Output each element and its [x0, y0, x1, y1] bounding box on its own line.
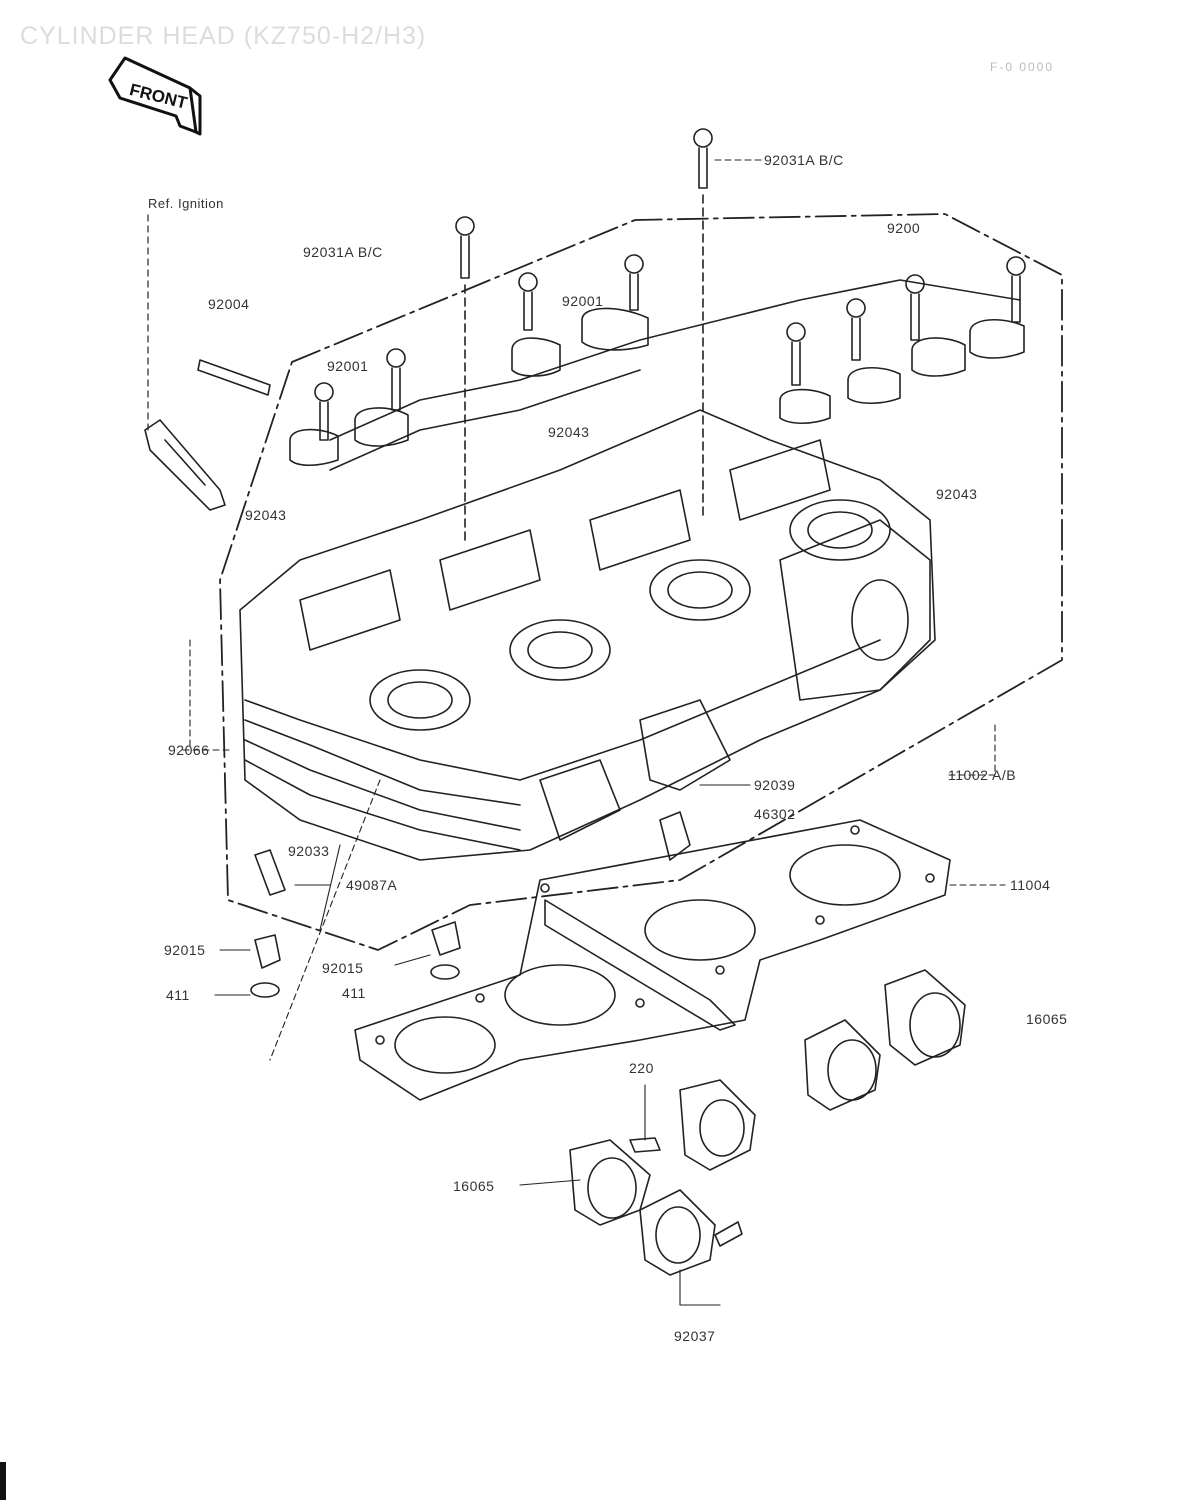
label-411-left: 411	[166, 987, 190, 1003]
label-49087a: 49087A	[346, 877, 398, 893]
label-92015-left: 92015	[164, 942, 206, 958]
label-11002: 11002 A/B	[948, 767, 1017, 783]
label-ref-ignition: Ref. Ignition	[148, 196, 224, 211]
label-92004: 92004	[208, 296, 250, 312]
label-16065-right: 16065	[1026, 1011, 1068, 1027]
label-9200: 9200	[887, 220, 921, 236]
cam-caps	[289, 307, 1025, 467]
diagram-title: CYLINDER HEAD (KZ750-H2/H3)	[20, 22, 427, 50]
label-92043-center: 92043	[548, 424, 590, 440]
head-bolts	[314, 128, 1026, 541]
cylinder-head	[239, 279, 1021, 861]
screw-220	[629, 1137, 661, 1153]
label-92066: 92066	[168, 742, 210, 758]
label-46302: 46302	[754, 806, 796, 822]
label-92031a-left: 92031A B/C	[303, 244, 383, 260]
label-92033: 92033	[288, 843, 330, 859]
label-92037: 92037	[674, 1328, 716, 1344]
carburetor-holders	[569, 969, 966, 1276]
label-16065-left: 16065	[453, 1178, 495, 1194]
dowel-pins	[250, 811, 691, 998]
label-92001-lower: 92001	[327, 358, 369, 374]
label-411-right: 411	[342, 985, 366, 1001]
leader-lines	[182, 159, 1006, 1306]
label-220: 220	[629, 1060, 654, 1076]
cylinder-head-gasket	[354, 819, 951, 1101]
assembly-outline	[219, 213, 1063, 951]
page-reference: F-0 0000	[990, 60, 1055, 74]
label-92015-right: 92015	[322, 960, 364, 976]
stud-92004	[197, 359, 271, 396]
spark-plug	[144, 214, 271, 511]
label-11004: 11004	[1010, 877, 1051, 893]
page-edge-mark	[0, 1462, 6, 1500]
label-92001-upper: 92001	[562, 293, 604, 309]
label-92031a-top: 92031A B/C	[764, 152, 844, 168]
label-92043-right: 92043	[936, 486, 978, 502]
label-92039: 92039	[754, 777, 796, 793]
front-arrow-icon: FRONT	[108, 56, 202, 136]
label-92043-left: 92043	[245, 507, 287, 523]
